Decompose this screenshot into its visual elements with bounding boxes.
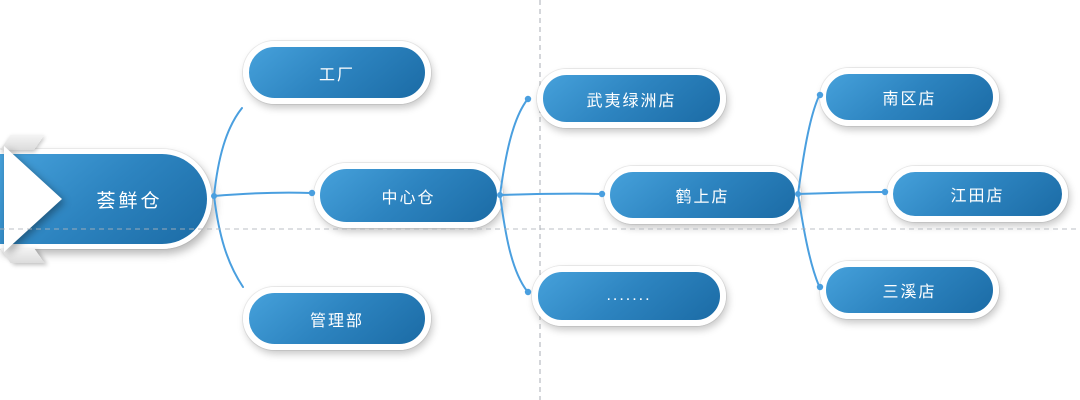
root-warehouse-node[interactable]: 荟鲜仓 (0, 135, 212, 263)
jiangtian-store-node[interactable]: 江田店 (887, 166, 1068, 222)
wuyi-oasis-store-node-label: 武夷绿洲店 (586, 92, 677, 110)
ellipsis-node[interactable]: ....... (532, 266, 726, 326)
heshang-store-node-label: 鹤上店 (675, 189, 730, 206)
sanxi-store-node[interactable]: 三溪店 (820, 261, 999, 319)
root-node-label: 荟鲜仓 (96, 190, 163, 212)
heshang-store-node[interactable]: 鹤上店 (604, 166, 801, 224)
central-warehouse-node-label: 中心仓 (381, 189, 436, 207)
management-dept-node[interactable]: 管理部 (243, 287, 431, 350)
ribbon-arrow-icon (4, 146, 62, 252)
sanxi-store-node-label: 三溪店 (882, 284, 937, 301)
jiangtian-store-node-label: 江田店 (950, 188, 1005, 205)
wuyi-oasis-store-node[interactable]: 武夷绿洲店 (537, 69, 726, 128)
ellipsis-node-label: ....... (606, 287, 652, 304)
factory-node[interactable]: 工厂 (243, 41, 431, 104)
central-warehouse-node[interactable]: 中心仓 (314, 163, 503, 228)
south-district-store-node[interactable]: 南区店 (820, 68, 999, 126)
south-district-store-node-label: 南区店 (882, 91, 937, 108)
management-dept-node-label: 管理部 (309, 312, 364, 330)
factory-node-label: 工厂 (318, 66, 355, 84)
